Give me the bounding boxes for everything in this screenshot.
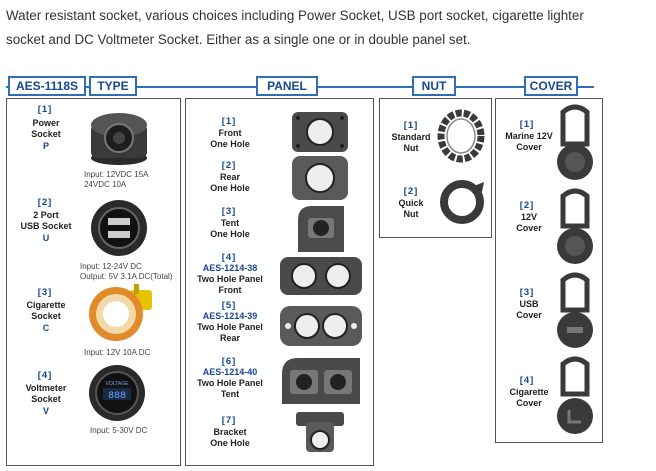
intro-line-1: Water resistant socket, various choices … bbox=[6, 8, 584, 23]
type-1-number: [1] bbox=[37, 104, 53, 115]
nut-2-number: [2] bbox=[403, 186, 419, 197]
panel-3-name: Tent One Hole bbox=[210, 218, 250, 239]
nut-1-name: Standard Nut bbox=[391, 132, 431, 153]
type-2-number: [2] bbox=[37, 197, 53, 208]
svg-text:888: 888 bbox=[108, 391, 126, 402]
panel-5-code: AES-1214-39 bbox=[202, 311, 258, 321]
type-2-spec: Input: 12-24V DC Output: 5V 3.1A DC(Tota… bbox=[80, 262, 173, 281]
nut-header: NUT bbox=[412, 76, 456, 96]
front-one-hole-panel-image bbox=[292, 112, 348, 152]
type-3-spec: Input: 12V 10A DC bbox=[84, 348, 151, 357]
cover-header: COVER bbox=[524, 76, 578, 96]
type-2-name: 2 Port USB Socket bbox=[20, 210, 72, 231]
type-3-number: [3] bbox=[37, 287, 53, 298]
model-tag: AES-1118S bbox=[8, 76, 86, 96]
panel-5-number: [5] bbox=[221, 300, 237, 311]
panel-6-number: [6] bbox=[221, 356, 237, 367]
bracket-one-hole-image bbox=[296, 412, 344, 452]
cover-3-number: [3] bbox=[519, 287, 535, 298]
quick-nut-image bbox=[440, 180, 484, 224]
panel-header: PANEL bbox=[256, 76, 318, 96]
cigarette-cover-image bbox=[557, 356, 593, 434]
voltmeter-display-label: VOLTAGE bbox=[106, 381, 130, 387]
type-header: TYPE bbox=[89, 76, 137, 96]
nut-1-number: [1] bbox=[403, 120, 419, 131]
panel-7-number: [7] bbox=[221, 415, 237, 426]
usb-cover-image bbox=[557, 272, 593, 348]
marine-12v-cover-image bbox=[557, 104, 593, 180]
type-4-code: V bbox=[42, 406, 49, 416]
rear-one-hole-panel-image bbox=[292, 156, 348, 200]
type-4-spec: Input: 5-30V DC bbox=[90, 426, 148, 435]
tent-one-hole-panel-image bbox=[298, 206, 344, 252]
cover-4-name: Cigarette Cover bbox=[509, 387, 549, 408]
nut-2-name: Quick Nut bbox=[398, 198, 424, 219]
two-hole-rear-panel-image bbox=[280, 306, 362, 346]
panel-4-code: AES-1214-38 bbox=[202, 263, 258, 273]
type-1-code: P bbox=[42, 141, 49, 151]
panel-4-name: Two Hole Panel Front bbox=[197, 274, 263, 295]
panel-2-number: [2] bbox=[221, 160, 237, 171]
standard-nut-image bbox=[437, 109, 485, 163]
type-1-spec: Input: 12VDC 15A 24VDC 10A bbox=[84, 170, 149, 189]
panel-1-number: [1] bbox=[221, 116, 237, 127]
panel-1-name: Front One Hole bbox=[210, 128, 250, 149]
cover-4-number: [4] bbox=[519, 375, 535, 386]
type-1-name: Power Socket bbox=[31, 118, 61, 139]
panel-2-name: Rear One Hole bbox=[210, 172, 250, 193]
type-2-code: U bbox=[42, 233, 50, 243]
voltmeter-socket-image: VOLTAGE 888 bbox=[89, 365, 145, 421]
cover-1-number: [1] bbox=[519, 119, 535, 130]
type-3-name: Cigarette Socket bbox=[26, 300, 66, 321]
panel-5-name: Two Hole Panel Rear bbox=[197, 322, 263, 343]
usb-socket-image bbox=[91, 200, 147, 256]
panel-4-number: [4] bbox=[221, 252, 237, 263]
panel-7-name: Bracket One Hole bbox=[210, 427, 250, 448]
type-4-name: Voltmeter Socket bbox=[25, 383, 67, 404]
cover-3-name: USB Cover bbox=[516, 299, 542, 320]
cover-2-name: 12V Cover bbox=[516, 212, 542, 233]
type-3-code: C bbox=[42, 323, 50, 333]
12v-cover-image bbox=[557, 188, 593, 264]
intro-line-2: socket and DC Voltmeter Socket. Either a… bbox=[6, 32, 471, 47]
panel-3-number: [3] bbox=[221, 206, 237, 217]
power-socket-image bbox=[91, 113, 147, 165]
intro-text: Water resistant socket, various choices … bbox=[6, 4, 651, 52]
cover-1-name: Marine 12V Cover bbox=[505, 131, 553, 152]
two-hole-tent-panel-image bbox=[282, 358, 360, 404]
cover-2-number: [2] bbox=[519, 200, 535, 211]
two-hole-front-panel-image bbox=[280, 257, 362, 295]
panel-6-code: AES-1214-40 bbox=[202, 367, 258, 377]
type-4-number: [4] bbox=[37, 370, 53, 381]
panel-6-name: Two Hole Panel Tent bbox=[197, 378, 263, 399]
cigarette-socket-image bbox=[89, 284, 152, 341]
